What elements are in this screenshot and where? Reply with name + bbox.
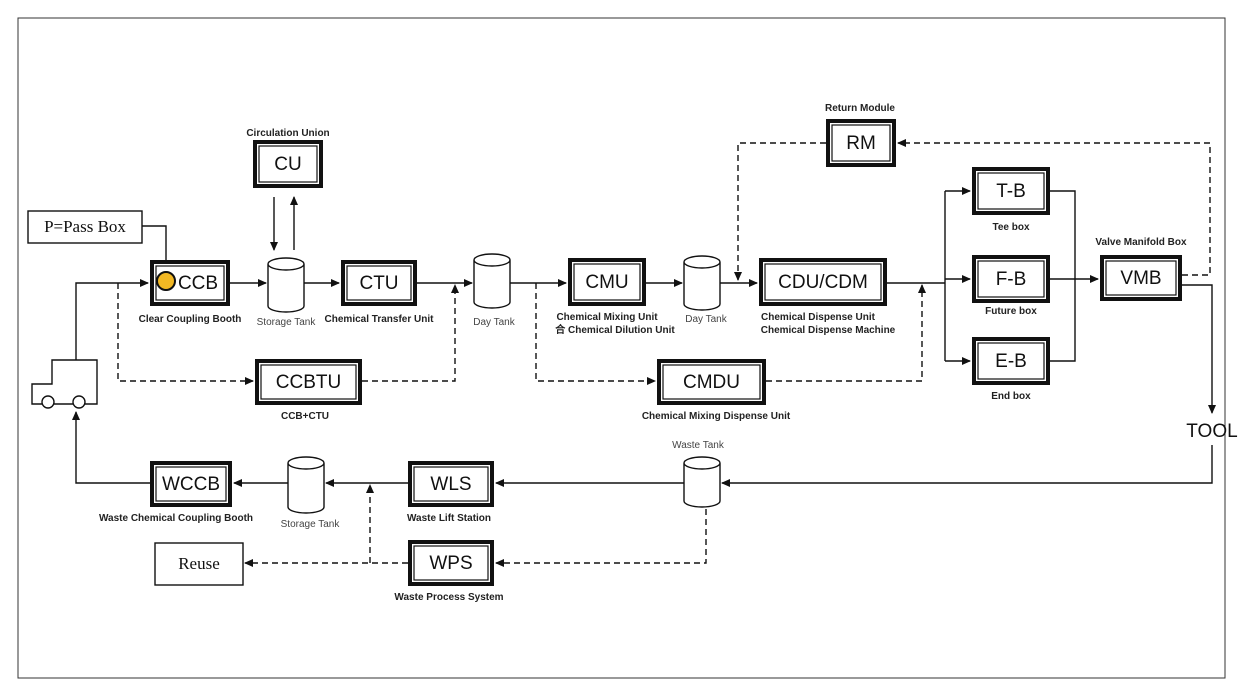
cmu-box-code: CMU bbox=[585, 272, 628, 293]
cdu-box-name: Chemical Dispense Unit bbox=[761, 312, 876, 323]
ctu-box-name: Chemical Transfer Unit bbox=[325, 314, 435, 325]
frame bbox=[17, 17, 1226, 679]
ctu-box-code: CTU bbox=[359, 273, 398, 294]
pass-box-marker bbox=[156, 271, 176, 291]
storage-tank-2-cylinder-icon: Storage Tank bbox=[281, 456, 341, 530]
wps-box-name: Waste Process System bbox=[394, 592, 503, 603]
wls-box: WLS Waste Lift Station bbox=[407, 461, 494, 524]
cu-box-name: Circulation Union bbox=[246, 128, 329, 139]
rm-box-name: Return Module bbox=[825, 103, 895, 114]
ccb-box-code: CCB bbox=[178, 273, 218, 294]
wccb-box: WCCB Waste Chemical Coupling Booth bbox=[99, 461, 253, 524]
end-box: E-B End box bbox=[972, 337, 1050, 402]
vmb-box-name: Valve Manifold Box bbox=[1095, 237, 1187, 248]
cmdu-box-name: Chemical Mixing Dispense Unit bbox=[642, 411, 791, 422]
truck-icon bbox=[31, 359, 98, 409]
cdu-box-code: CDU/CDM bbox=[778, 272, 868, 293]
end-box-code: E-B bbox=[995, 351, 1027, 372]
ccbtu-box: CCBTU CCB+CTU bbox=[255, 359, 362, 422]
pass-box: P=Pass Box bbox=[27, 210, 143, 244]
future-box-code: F-B bbox=[996, 269, 1027, 290]
tee-box-code: T-B bbox=[996, 181, 1026, 202]
cu-box: CU Circulation Union bbox=[246, 128, 330, 188]
vmb-box-code: VMB bbox=[1120, 268, 1161, 289]
cmdu-box: CMDU Chemical Mixing Dispense Unit bbox=[642, 359, 791, 422]
ccb-box: CCB Clear Coupling Booth bbox=[139, 260, 242, 325]
tool-label: TOOL bbox=[1186, 421, 1237, 442]
waste-tank-cylinder-icon: Waste Tank bbox=[672, 440, 725, 508]
rm-box: RM Return Module bbox=[825, 103, 896, 167]
tee-box: T-B Tee box bbox=[972, 167, 1050, 233]
storage-tank-1-label: Storage Tank bbox=[257, 317, 317, 328]
day-tank-1-cylinder-icon: Day Tank bbox=[473, 253, 516, 328]
reuse-box: Reuse bbox=[154, 542, 244, 586]
svg-text:P=Pass Box: P=Pass Box bbox=[44, 217, 126, 236]
day-tank-1-label: Day Tank bbox=[473, 317, 516, 328]
rm-box-code: RM bbox=[846, 133, 876, 154]
cmu-box-name2: 合 Chemical Dilution Unit bbox=[554, 323, 675, 336]
ctu-box: CTU Chemical Transfer Unit bbox=[325, 260, 435, 325]
wls-box-name: Waste Lift Station bbox=[407, 513, 491, 524]
wccb-box-name: Waste Chemical Coupling Booth bbox=[99, 513, 253, 524]
day-tank-2-label: Day Tank bbox=[685, 314, 728, 325]
wls-box-code: WLS bbox=[430, 474, 471, 495]
waste-tank-label: Waste Tank bbox=[672, 440, 725, 451]
storage-tank-2-label: Storage Tank bbox=[281, 519, 341, 530]
future-box-name: Future box bbox=[985, 306, 1037, 317]
cu-box-code: CU bbox=[274, 154, 301, 175]
cmdu-box-code: CMDU bbox=[683, 372, 740, 393]
vmb-box: VMB Valve Manifold Box bbox=[1095, 237, 1187, 301]
cmu-box-name: Chemical Mixing Unit bbox=[556, 312, 658, 323]
ccb-box-name: Clear Coupling Booth bbox=[139, 314, 242, 325]
cdu-box-name2: Chemical Dispense Machine bbox=[761, 325, 896, 336]
day-tank-2-cylinder-icon: Day Tank bbox=[683, 255, 728, 325]
ccbtu-box-name: CCB+CTU bbox=[281, 411, 329, 422]
ccbtu-box-code: CCBTU bbox=[276, 372, 341, 393]
connections bbox=[72, 139, 1216, 567]
future-box: F-B Future box bbox=[972, 255, 1050, 317]
tee-box-name: Tee box bbox=[992, 222, 1029, 233]
end-box-name: End box bbox=[991, 391, 1031, 402]
wps-box-code: WPS bbox=[429, 553, 472, 574]
storage-tank-1-cylinder-icon: Storage Tank bbox=[257, 257, 317, 328]
wps-box: WPS Waste Process System bbox=[394, 540, 504, 603]
svg-text:Reuse: Reuse bbox=[178, 554, 220, 573]
wccb-box-code: WCCB bbox=[162, 474, 220, 495]
